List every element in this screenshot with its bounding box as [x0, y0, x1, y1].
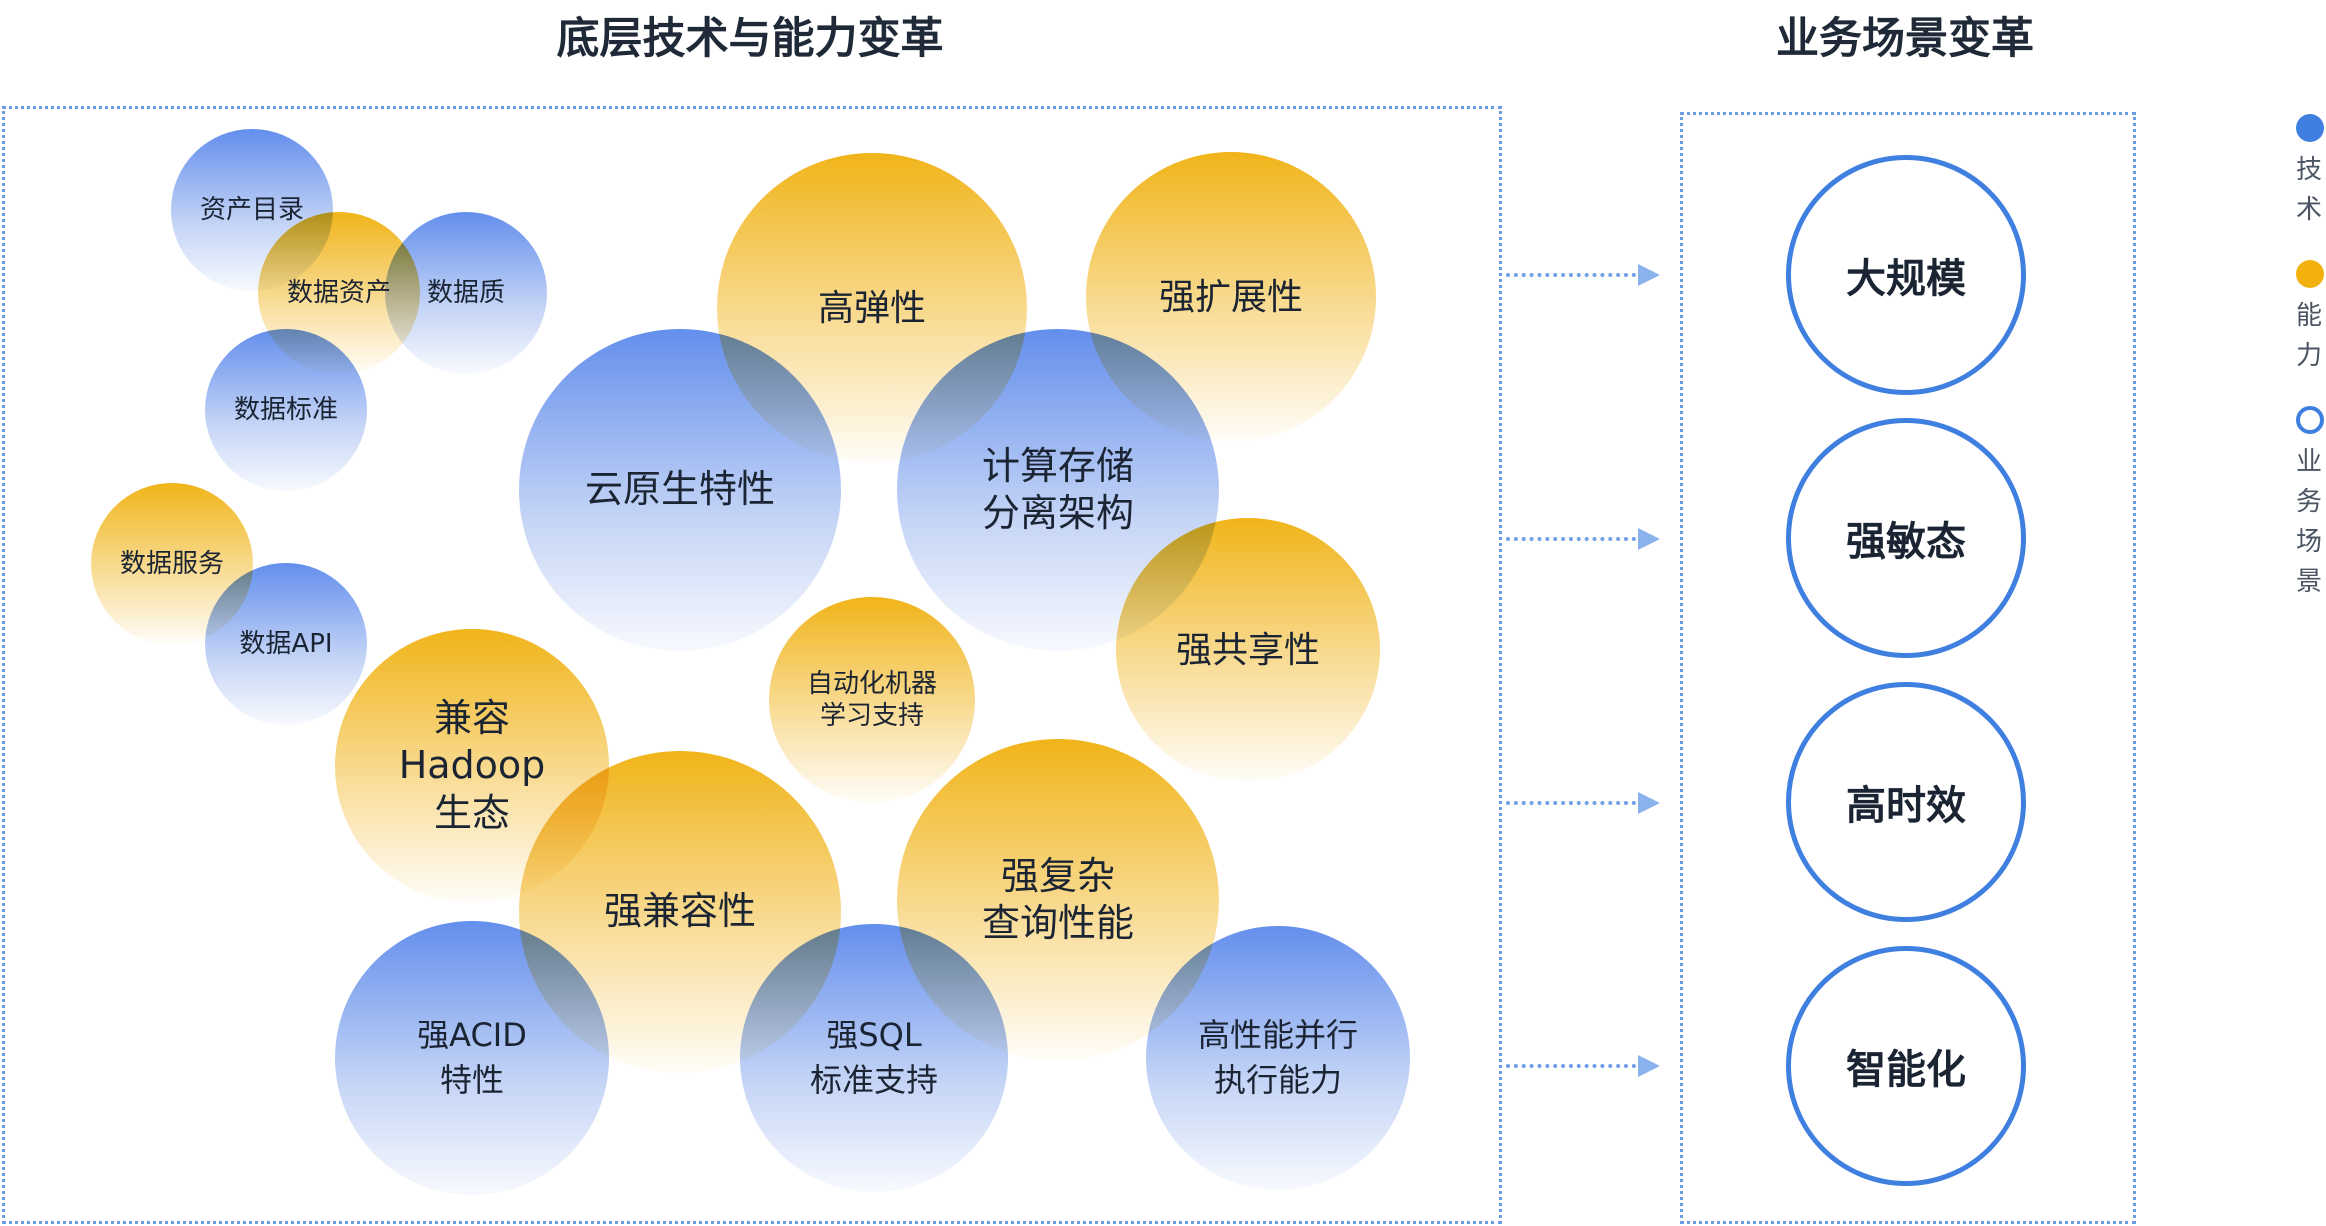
bubble-label: 数据服务	[119, 548, 224, 579]
arrow-head-icon	[1638, 792, 1660, 814]
legend-capability-label: 能力	[2296, 301, 2323, 371]
scene-label: 智能化	[1846, 1047, 1966, 1093]
scene-large-scale: 大规模	[1786, 155, 2026, 395]
bubble-label: 强扩展性	[1158, 276, 1303, 318]
business-scene-panel	[1680, 112, 2136, 1224]
bubble-strong-sharing: 强共享性	[1116, 518, 1380, 782]
arrow-to-scene-3	[1506, 792, 1660, 814]
scene-agile: 强敏态	[1786, 418, 2026, 658]
bubble-label: 高弹性	[817, 287, 926, 329]
legend-tech-dot-icon	[2296, 114, 2324, 142]
bubble-label: 强兼容性	[603, 889, 756, 934]
arrow-to-scene-4	[1506, 1055, 1660, 1077]
legend-scene-ring-icon	[2296, 406, 2324, 434]
bubble-data-api: 数据API	[205, 563, 367, 725]
tech-capability-panel	[2, 106, 1502, 1224]
bubble-label: 强共享性	[1175, 629, 1320, 671]
right-panel-title: 业务场景变革	[1776, 14, 2034, 64]
arrow-head-icon	[1638, 528, 1660, 550]
legend-tech-label: 技术	[2296, 155, 2323, 225]
bubble-label: 云原生特性	[584, 467, 775, 512]
legend-capability-dot-icon	[2296, 260, 2324, 288]
arrow-head-icon	[1638, 1055, 1660, 1077]
arrow-to-scene-1	[1506, 264, 1660, 286]
left-panel-title: 底层技术与能力变革	[556, 14, 944, 64]
bubble-label: 数据资产	[286, 277, 391, 308]
arrow-head-icon	[1638, 264, 1660, 286]
bubble-label: 强复杂 查询性能	[981, 853, 1134, 946]
arrow-to-scene-2	[1506, 528, 1660, 550]
scene-label: 大规模	[1846, 256, 1966, 302]
bubble-strong-sql: 强SQL 标准支持	[740, 924, 1008, 1192]
bubble-data-standard: 数据标准	[205, 329, 367, 491]
bubble-label: 数据API	[239, 628, 333, 659]
bubble-label: 资产目录	[199, 194, 304, 225]
bubble-automl: 自动化机器 学习支持	[769, 597, 975, 803]
bubble-label: 自动化机器 学习支持	[806, 668, 937, 732]
bubble-label: 兼容 Hadoop 生态	[398, 695, 546, 835]
bubble-cloud-native: 云原生特性	[519, 329, 841, 651]
scene-intelligence: 智能化	[1786, 946, 2026, 1186]
bubble-label: 强ACID 特性	[417, 1016, 527, 1099]
bubble-label: 数据标准	[233, 394, 338, 425]
bubble-label: 高性能并行 执行能力	[1197, 1016, 1358, 1099]
bubble-label: 计算存储 分离架构	[981, 443, 1134, 536]
bubble-strong-acid: 强ACID 特性	[335, 921, 609, 1195]
legend-scene-label: 业务场景	[2296, 447, 2323, 597]
bubble-parallel-execution: 高性能并行 执行能力	[1146, 926, 1410, 1190]
bubble-label: 强SQL 标准支持	[809, 1016, 938, 1099]
bubble-label: 数据质	[426, 277, 505, 308]
scene-label: 高时效	[1846, 783, 1966, 829]
bubble-data-quality: 数据质	[385, 212, 547, 374]
scene-timeliness: 高时效	[1786, 682, 2026, 922]
scene-label: 强敏态	[1846, 519, 1966, 565]
